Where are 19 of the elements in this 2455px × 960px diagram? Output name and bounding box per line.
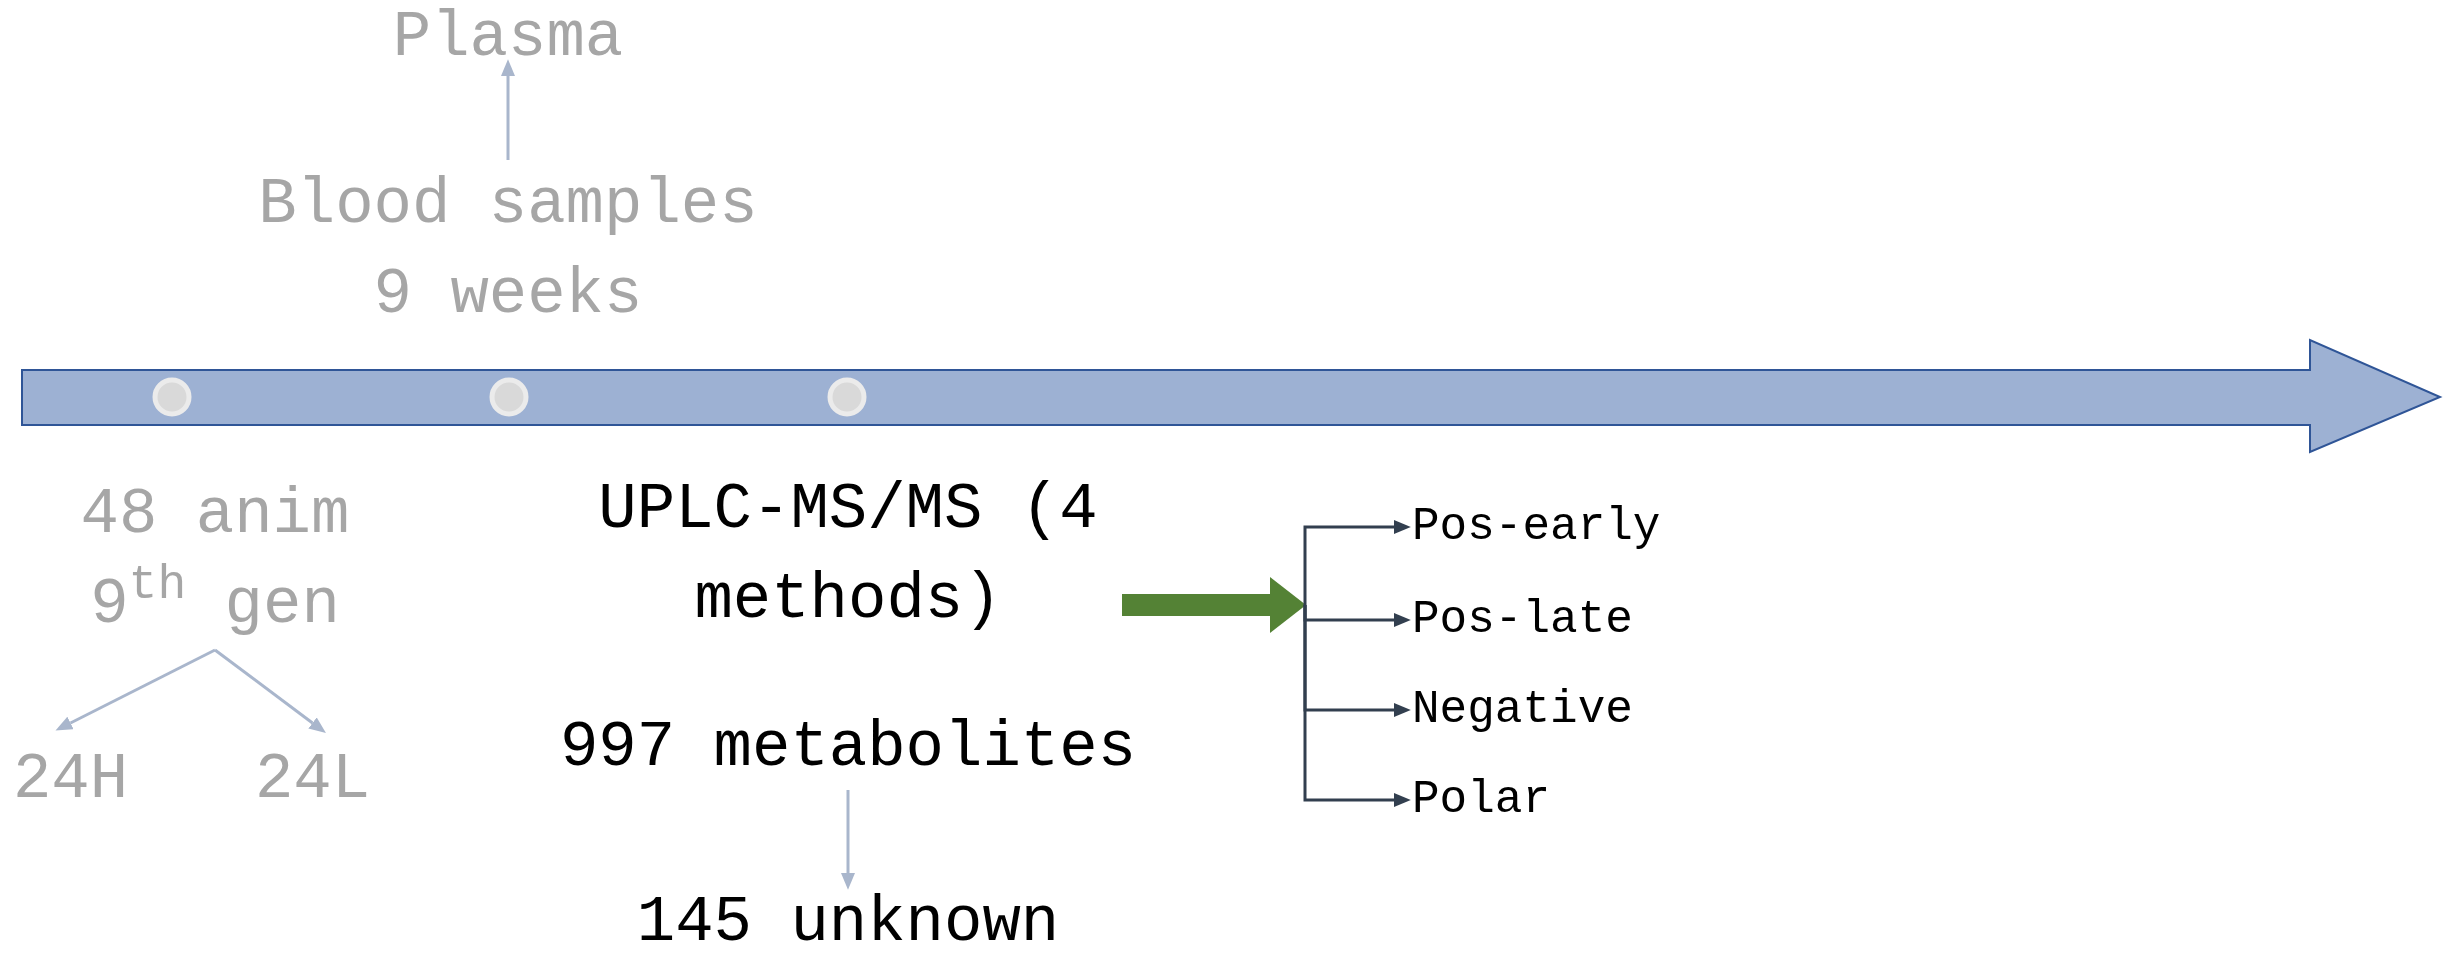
arrow [1303, 605, 1411, 807]
arrow [214, 648, 326, 734]
node-text: 48 anim 9$^{th}$ gen [79, 478, 351, 643]
node-text: 24L [254, 743, 371, 818]
node-text: Plasma [392, 1, 624, 76]
arrow [841, 790, 855, 890]
arrow [1122, 577, 1306, 633]
node-text: Polar [1412, 773, 1551, 828]
node-text: Blood samples 9 weeks [257, 168, 759, 333]
node-text: Negative [1412, 683, 1633, 738]
node-text: 24H [12, 743, 129, 818]
node-text: 997 metabolites [559, 710, 1137, 786]
arrow [501, 59, 515, 160]
node-text: Pos-early [1412, 500, 1661, 555]
node-text: 145 unknown [636, 885, 1060, 960]
node-text: Pos-late [1412, 593, 1633, 648]
arrow [1303, 520, 1411, 605]
arrow [55, 648, 216, 731]
node-text: UPLC-MS/MS (4 methods) [597, 473, 1099, 638]
